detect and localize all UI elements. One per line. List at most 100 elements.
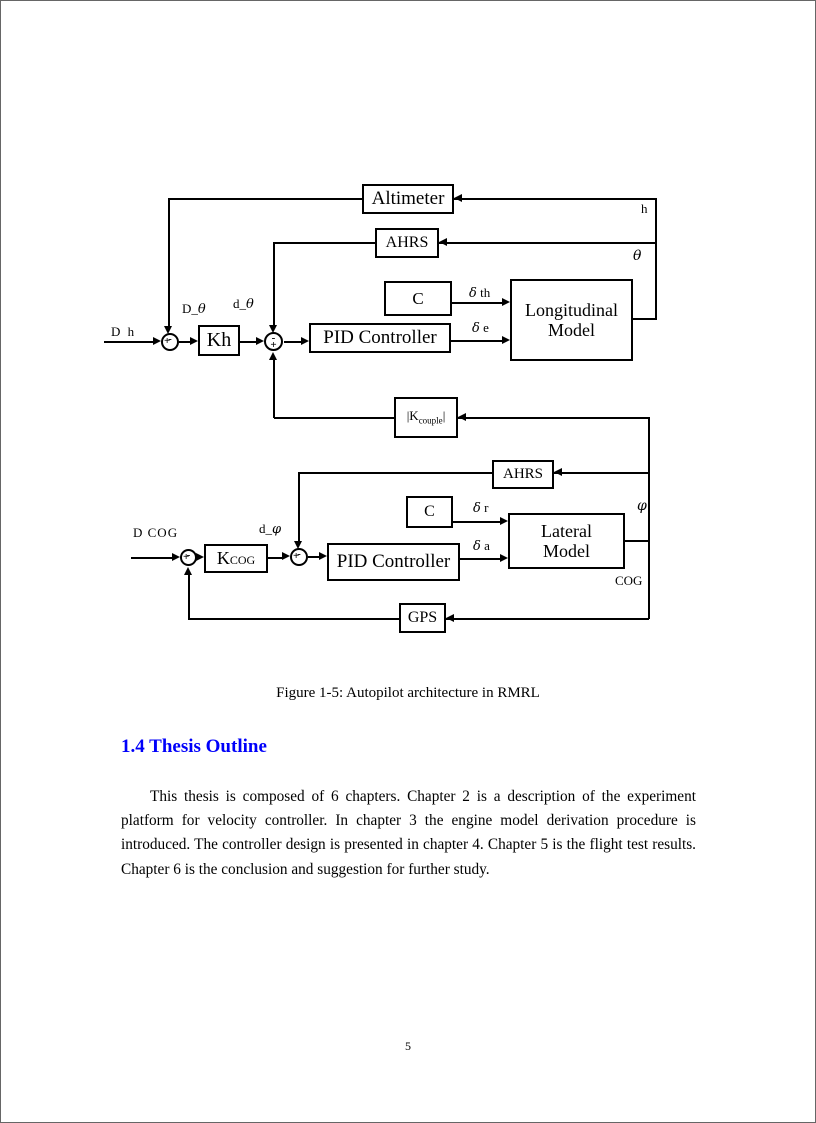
- sum-sign: +: [183, 550, 190, 563]
- wire-dcog-input: [131, 557, 173, 559]
- longitudinal-label-line1: Longitudinal: [525, 299, 618, 320]
- arrow-into-pitch-sum: [256, 337, 264, 345]
- label-capital-d-theta: D_θ: [182, 301, 206, 317]
- label-d-theta: d_θ: [233, 296, 254, 312]
- arrow-into-cog-sum: [172, 553, 180, 561]
- wire-dh-input: [104, 341, 154, 343]
- wire-trunk-lower: [648, 417, 650, 619]
- pid-controller-top-box: PID Controller: [309, 323, 451, 353]
- lateral-label-line1: Lateral: [541, 520, 592, 541]
- arrow-into-cog-sum-bottom: [184, 567, 192, 575]
- longitudinal-label-line2: Model: [548, 320, 595, 340]
- wire-h-feedback: [454, 198, 656, 200]
- kcog-gain-box: KCOG: [204, 544, 268, 573]
- label-delta-a: δ a: [473, 538, 490, 554]
- figure-caption: Figure 1-5: Autopilot architecture in RM…: [276, 685, 540, 701]
- arrow-into-pitch-sum-bottom: [269, 352, 277, 360]
- wire-altimeter-out: [169, 198, 362, 200]
- c-bottom-label: C: [424, 503, 435, 521]
- label-dh-input: D h: [111, 324, 137, 339]
- label-delta-r: δ r: [473, 500, 489, 516]
- wire-delta-a: [460, 558, 501, 560]
- pid-top-label: PID Controller: [323, 327, 437, 349]
- sum-sign: -: [271, 332, 276, 344]
- c-top-label: C: [412, 288, 424, 308]
- wire-gps-up: [188, 575, 190, 620]
- label-d-phi: d_φ: [259, 521, 282, 537]
- gps-box: GPS: [399, 603, 446, 633]
- wire-ahrs-down: [273, 242, 275, 325]
- wire-delta-th: [452, 302, 503, 304]
- arrow-into-pid-bottom: [319, 552, 327, 560]
- lateral-label-line2: Model: [543, 541, 590, 561]
- wire-kcouple-feedback: [458, 417, 649, 419]
- page-number: 5: [405, 1039, 411, 1053]
- wire-kcog-to-sum: [268, 557, 283, 559]
- arrow-into-alt-sum-top: [164, 326, 172, 334]
- arrow-into-kh: [190, 337, 198, 345]
- wire-kcouple-up: [273, 360, 275, 418]
- wire-trunk-upper: [655, 198, 657, 320]
- wire-altimeter-down: [168, 198, 170, 326]
- label-delta-th: δ th: [469, 285, 491, 301]
- label-dcog-input: D COG: [133, 525, 179, 540]
- wire-delta-e: [451, 340, 503, 342]
- wire-phi-feedback: [554, 472, 649, 474]
- kcouple-label: |Kcouple|: [406, 408, 446, 426]
- lateral-model-box: Lateral Model: [508, 513, 625, 569]
- altitude-sum-junction: + -: [161, 333, 179, 351]
- pid-bottom-label: PID Controller: [336, 551, 451, 573]
- sum-sign: +: [270, 339, 277, 351]
- arrow-delta-th: [502, 298, 510, 306]
- longitudinal-model-box: Longitudinal Model: [510, 279, 633, 361]
- pitch-sum-junction: - +: [264, 332, 283, 351]
- arrow-into-gps: [446, 614, 454, 622]
- gps-label: GPS: [407, 609, 438, 627]
- wire-sum-to-kh: [179, 341, 191, 343]
- label-theta-feedback: θ: [633, 248, 642, 264]
- wire-cog-feedback: [446, 618, 649, 620]
- wire-sum-to-pid: [284, 341, 302, 343]
- arrow-delta-a: [500, 554, 508, 562]
- ahrs-top-box: AHRS: [375, 228, 439, 258]
- arrow-into-altimeter: [454, 194, 462, 202]
- ahrs-bottom-box: AHRS: [492, 460, 554, 489]
- label-cog-feedback: COG: [615, 573, 643, 588]
- arrow-into-kcouple: [458, 413, 466, 421]
- label-h-feedback: h: [641, 201, 648, 216]
- arrow-into-kcog: [196, 553, 204, 561]
- ahrs-top-label: AHRS: [385, 234, 429, 252]
- cog-sum-junction: + -: [180, 549, 197, 566]
- body-paragraph: This thesis is composed of 6 chapters. C…: [121, 788, 696, 878]
- label-delta-e: δ e: [472, 320, 489, 336]
- arrow-into-pitch-sum-top: [269, 325, 277, 333]
- wire-ahrs-out: [274, 242, 375, 244]
- sum-sign: +: [293, 550, 300, 563]
- c-bottom-box: C: [406, 496, 453, 528]
- wire-theta-feedback: [439, 242, 656, 244]
- section-heading: 1.4 Thesis Outline: [121, 736, 267, 757]
- altimeter-label: Altimeter: [371, 188, 445, 210]
- wire-ahrs-bottom-out: [299, 472, 492, 474]
- arrow-delta-r: [500, 517, 508, 525]
- wire-delta-r: [453, 521, 501, 523]
- wire-ahrs-bottom-down: [298, 472, 300, 541]
- sum-sign: -: [186, 549, 191, 561]
- pid-controller-bottom-box: PID Controller: [327, 543, 460, 581]
- kcog-label: KCOG: [216, 548, 256, 569]
- arrow-into-roll-sum: [282, 552, 290, 560]
- ahrs-bottom-label: AHRS: [502, 466, 543, 483]
- altimeter-box: Altimeter: [362, 184, 454, 214]
- arrow-into-alt-sum: [153, 337, 161, 345]
- roll-sum-junction: + -: [290, 548, 308, 566]
- kcouple-gain-box: |Kcouple|: [394, 397, 458, 438]
- kh-gain-box: Kh: [198, 325, 240, 356]
- arrow-into-pid-top: [301, 337, 309, 345]
- wire-kh-to-sum: [240, 341, 257, 343]
- label-phi-feedback: φ: [637, 498, 647, 514]
- kh-label: Kh: [206, 329, 232, 352]
- wire-long-output: [633, 318, 657, 320]
- sum-sign: -: [168, 333, 172, 345]
- arrow-into-ahrs-top: [439, 238, 447, 246]
